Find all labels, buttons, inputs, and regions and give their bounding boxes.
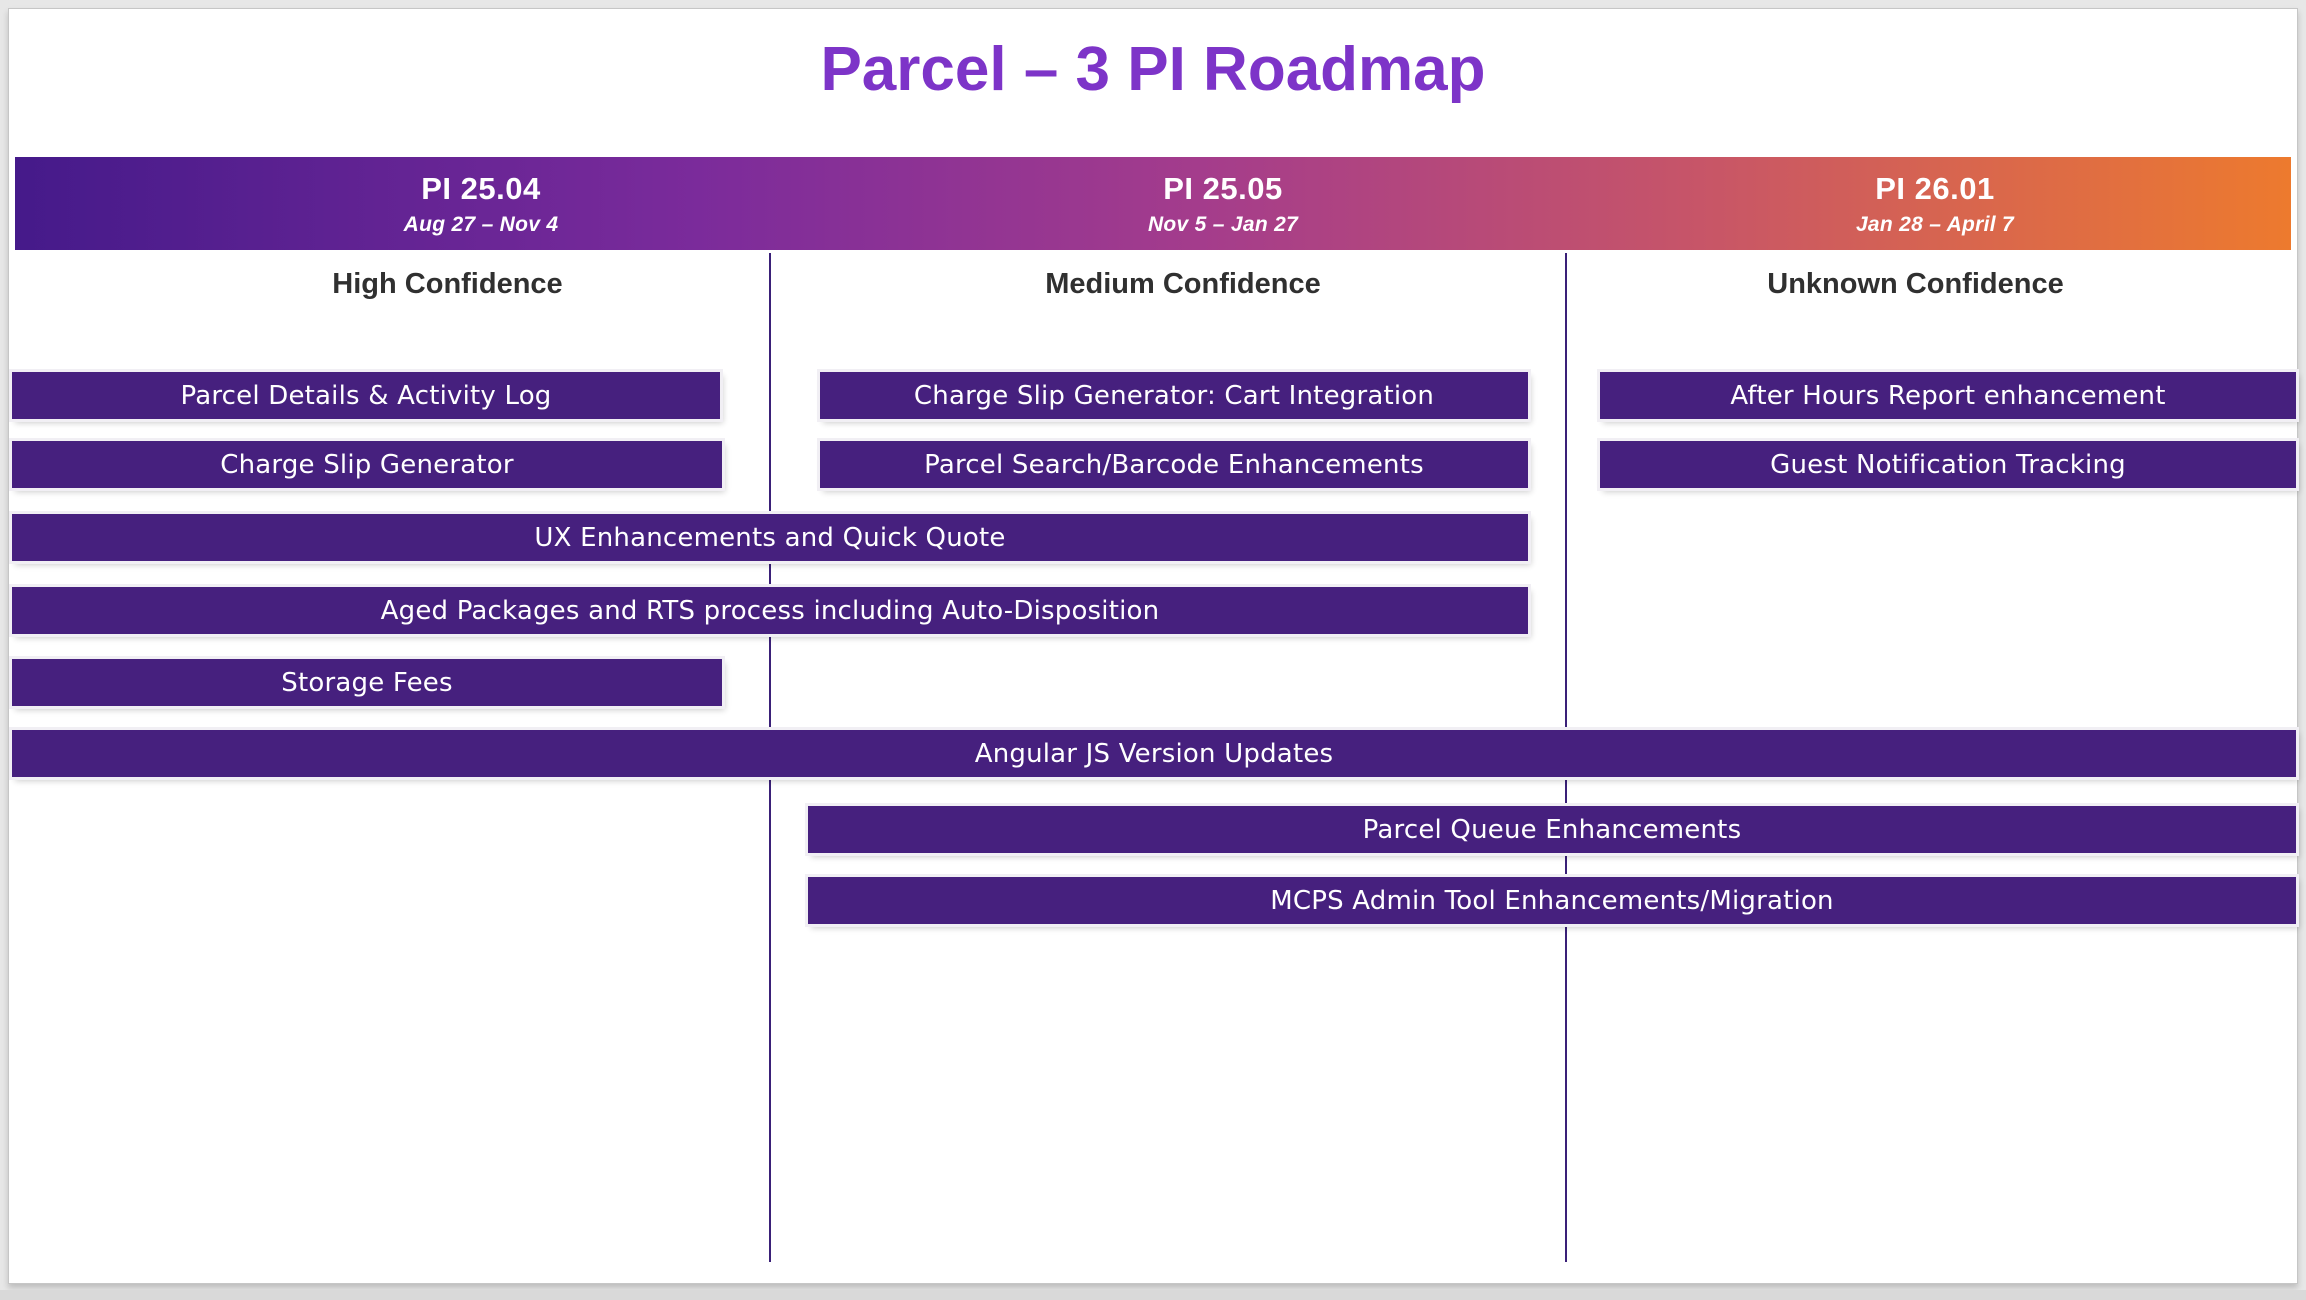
bar-label: Parcel Details & Activity Log — [180, 380, 552, 411]
roadmap-bar[interactable]: Guest Notification Tracking — [1600, 441, 2296, 488]
confidence-label-medium: Medium Confidence — [1045, 268, 1321, 300]
bar-label: Guest Notification Tracking — [1770, 449, 2126, 480]
pi-label: PI 25.05 — [1163, 170, 1283, 206]
pi-header-band: PI 25.04 Aug 27 – Nov 4 PI 25.05 Nov 5 –… — [15, 157, 2291, 250]
bar-label: Parcel Search/Barcode Enhancements — [924, 449, 1424, 480]
roadmap-bar[interactable]: Charge Slip Generator: Cart Integration — [820, 372, 1528, 419]
page-bottom-strip — [0, 1290, 2306, 1300]
bar-label: Angular JS Version Updates — [974, 738, 1334, 769]
pi-label: PI 26.01 — [1875, 170, 1995, 206]
roadmap-bar[interactable]: Charge Slip Generator — [12, 441, 722, 488]
roadmap-bar[interactable]: Aged Packages and RTS process including … — [12, 587, 1528, 634]
pi-dates: Aug 27 – Nov 4 — [403, 212, 559, 236]
pi-dates: Nov 5 – Jan 27 — [1147, 212, 1299, 236]
pi-label: PI 25.04 — [421, 170, 541, 206]
bar-label: After Hours Report enhancement — [1730, 380, 2166, 411]
roadmap-bar[interactable]: Angular JS Version Updates — [12, 730, 2296, 777]
roadmap-bar[interactable]: MCPS Admin Tool Enhancements/Migration — [808, 877, 2296, 924]
bar-label: Parcel Queue Enhancements — [1362, 814, 1742, 845]
bar-label: Charge Slip Generator — [220, 449, 514, 480]
pi-period-cell-25-04: PI 25.04 Aug 27 – Nov 4 — [15, 157, 837, 250]
roadmap-bar[interactable]: Storage Fees — [12, 659, 722, 706]
pi-dates: Jan 28 – April 7 — [1855, 212, 2015, 236]
bar-label: UX Enhancements and Quick Quote — [534, 522, 1006, 553]
roadmap-bar[interactable]: UX Enhancements and Quick Quote — [12, 514, 1528, 561]
pi-period-cell-26-01: PI 26.01 Jan 28 – April 7 — [1579, 157, 2291, 250]
pi-period-cell-25-05: PI 25.05 Nov 5 – Jan 27 — [837, 157, 1579, 250]
slide-title: Parcel – 3 PI Roadmap — [820, 35, 1486, 104]
bar-label: Storage Fees — [281, 667, 453, 698]
confidence-label-high: High Confidence — [332, 268, 563, 300]
bar-label: MCPS Admin Tool Enhancements/Migration — [1270, 885, 1834, 916]
roadmap-bar[interactable]: Parcel Search/Barcode Enhancements — [820, 441, 1528, 488]
bar-label: Charge Slip Generator: Cart Integration — [913, 380, 1435, 411]
roadmap-bar[interactable]: After Hours Report enhancement — [1600, 372, 2296, 419]
roadmap-bar[interactable]: Parcel Queue Enhancements — [808, 806, 2296, 853]
roadmap-bar[interactable]: Parcel Details & Activity Log — [12, 372, 720, 419]
confidence-label-unknown: Unknown Confidence — [1767, 268, 2064, 300]
bar-label: Aged Packages and RTS process including … — [380, 595, 1160, 626]
